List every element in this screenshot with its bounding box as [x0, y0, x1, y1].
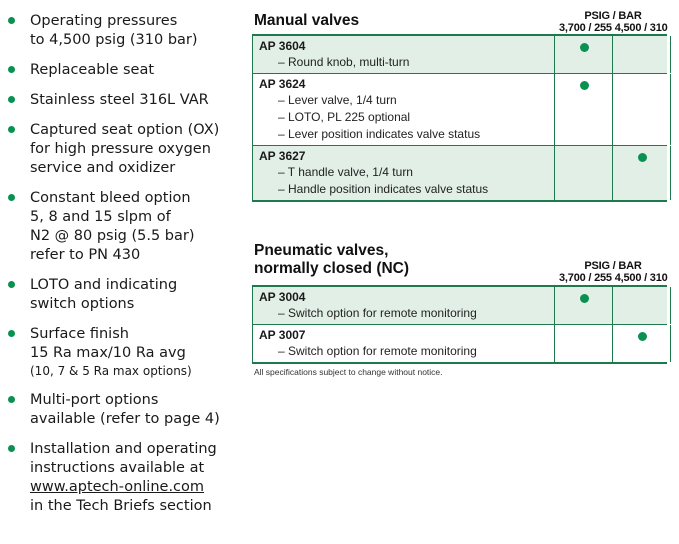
valve-model: AP 3627 [259, 149, 306, 163]
valve-description: AP 3604 – Round knob, multi-turn [253, 36, 554, 73]
valve-detail: – Switch option for remote monitoring [278, 306, 477, 320]
pneumatic-valves-title: Pneumatic valves, normally closed (NC) [254, 242, 409, 278]
rating-cell-1 [554, 36, 612, 73]
feature-note: (10, 7 & 5 Ra max options) [30, 364, 192, 378]
pressure-ratings-label: 3,700 / 255 4,500 / 310 [559, 272, 668, 284]
valve-model: AP 3007 [259, 328, 306, 342]
bullet-icon [8, 96, 15, 103]
aptech-website-link[interactable]: www.aptech-online.com [30, 479, 205, 495]
bullet-icon [8, 445, 15, 452]
rating-cell-2 [612, 146, 671, 200]
feature-text: Constant bleed option [30, 190, 191, 206]
bullet-icon [8, 330, 15, 337]
feature-text: service and oxidizer [30, 160, 176, 176]
manual-valves-title: Manual valves [254, 12, 360, 29]
valve-description: AP 3627 – T handle valve, 1/4 turn – Handl… [253, 146, 554, 200]
pneumatic-title-line2: normally closed (NC) [254, 260, 410, 277]
availability-dot-icon [579, 294, 589, 303]
feature-item: Installation and operating instructions a… [8, 440, 246, 516]
manual-column-header: PSIG / BAR 3,700 / 255 4,500 / 310 [559, 10, 668, 34]
rating-cell-2 [612, 287, 671, 324]
feature-item: Constant bleed option 5, 8 and 15 slpm of… [8, 189, 246, 265]
availability-dot-icon [579, 43, 589, 52]
feature-text: refer to PN 430 [30, 247, 141, 263]
valve-detail: – Lever valve, 1/4 turn [278, 93, 397, 107]
rating-cell-1 [554, 325, 612, 362]
feature-item: LOTO and indicating switch options [8, 276, 246, 314]
feature-text: in the Tech Briefs section [30, 498, 212, 514]
rating-cell-1 [554, 146, 612, 200]
bullet-icon [8, 281, 15, 288]
feature-item: Surface finish 15 Ra max/10 Ra avg (10, 7 … [8, 325, 246, 380]
bullet-icon [8, 66, 15, 73]
rating-cell-1 [554, 74, 612, 145]
availability-dot-icon [637, 153, 647, 162]
valve-model: AP 3604 [259, 39, 306, 53]
feature-item: Stainless steel 316L VAR [8, 91, 246, 110]
feature-text: Surface finish [30, 326, 129, 342]
manual-valves-table: AP 3604 – Round knob, multi-turn AP 3624 – … [252, 34, 671, 202]
feature-item: Operating pressures to 4,500 psig (310 ba… [8, 12, 246, 50]
valve-model: AP 3004 [259, 290, 306, 304]
pressure-ratings-label: 3,700 / 255 4,500 / 310 [559, 22, 668, 34]
bullet-icon [8, 17, 15, 24]
feature-item: Replaceable seat [8, 61, 246, 80]
feature-text: LOTO and indicating [30, 277, 178, 293]
valve-detail: – T handle valve, 1/4 turn [278, 165, 413, 179]
feature-list: Operating pressures to 4,500 psig (310 ba… [8, 12, 246, 527]
feature-text: Replaceable seat [30, 62, 155, 78]
feature-text: Operating pressures [30, 13, 178, 29]
feature-text: Captured seat option (OX) [30, 122, 220, 138]
valve-detail: – LOTO, PL 225 optional [278, 110, 411, 124]
valve-description: AP 3624 – Lever valve, 1/4 turn – LOTO, PL… [253, 74, 554, 145]
feature-text: available (refer to page 4) [30, 411, 220, 427]
bullet-icon [8, 126, 15, 133]
pneumatic-title-line1: Pneumatic valves, [254, 242, 389, 259]
availability-dot-icon [579, 81, 589, 90]
table-row: AP 3624 – Lever valve, 1/4 turn – LOTO, PL… [253, 73, 671, 145]
valve-model: AP 3624 [259, 77, 306, 91]
pneumatic-column-header: PSIG / BAR 3,700 / 255 4,500 / 310 [559, 260, 668, 284]
feature-text: switch options [30, 296, 135, 312]
valve-detail: – Handle position indicates valve status [278, 182, 489, 196]
specifications-footnote: All specifications subject to change wit… [254, 367, 443, 377]
feature-text: Installation and operating [30, 441, 217, 457]
valve-description: AP 3007 – Switch option for remote monito… [253, 325, 554, 362]
feature-item: Captured seat option (OX) for high pressu… [8, 121, 246, 178]
feature-text: Multi-port options [30, 392, 159, 408]
table-row: AP 3604 – Round knob, multi-turn [253, 36, 671, 73]
valve-detail: – Lever position indicates valve status [278, 127, 481, 141]
valve-description: AP 3004 – Switch option for remote monito… [253, 287, 554, 324]
feature-text: Stainless steel 316L VAR [30, 92, 209, 108]
pneumatic-valves-table: AP 3004 – Switch option for remote monito… [252, 285, 671, 364]
feature-text: 15 Ra max/10 Ra avg [30, 345, 186, 361]
valve-detail: – Round knob, multi-turn [278, 55, 410, 69]
feature-text: to 4,500 psig (310 bar) [30, 32, 198, 48]
feature-text: instructions available at [30, 460, 205, 476]
table-row: AP 3007 – Switch option for remote monito… [253, 324, 671, 362]
pressure-unit-label: PSIG / BAR [584, 260, 642, 272]
rating-cell-2 [612, 325, 671, 362]
rating-cell-2 [612, 36, 671, 73]
feature-text: 5, 8 and 15 slpm of [30, 209, 171, 225]
feature-text: for high pressure oxygen [30, 141, 211, 157]
table-row: AP 3004 – Switch option for remote monito… [253, 287, 671, 324]
table-row: AP 3627 – T handle valve, 1/4 turn – Handl… [253, 145, 671, 200]
rating-cell-1 [554, 287, 612, 324]
pressure-unit-label: PSIG / BAR [584, 10, 642, 22]
feature-item: Multi-port options available (refer to pa… [8, 391, 246, 429]
bullet-icon [8, 396, 15, 403]
bullet-icon [8, 194, 15, 201]
valve-detail: – Switch option for remote monitoring [278, 344, 477, 358]
feature-text: N2 @ 80 psig (5.5 bar) [30, 228, 195, 244]
rating-cell-2 [612, 74, 671, 145]
availability-dot-icon [637, 332, 647, 341]
